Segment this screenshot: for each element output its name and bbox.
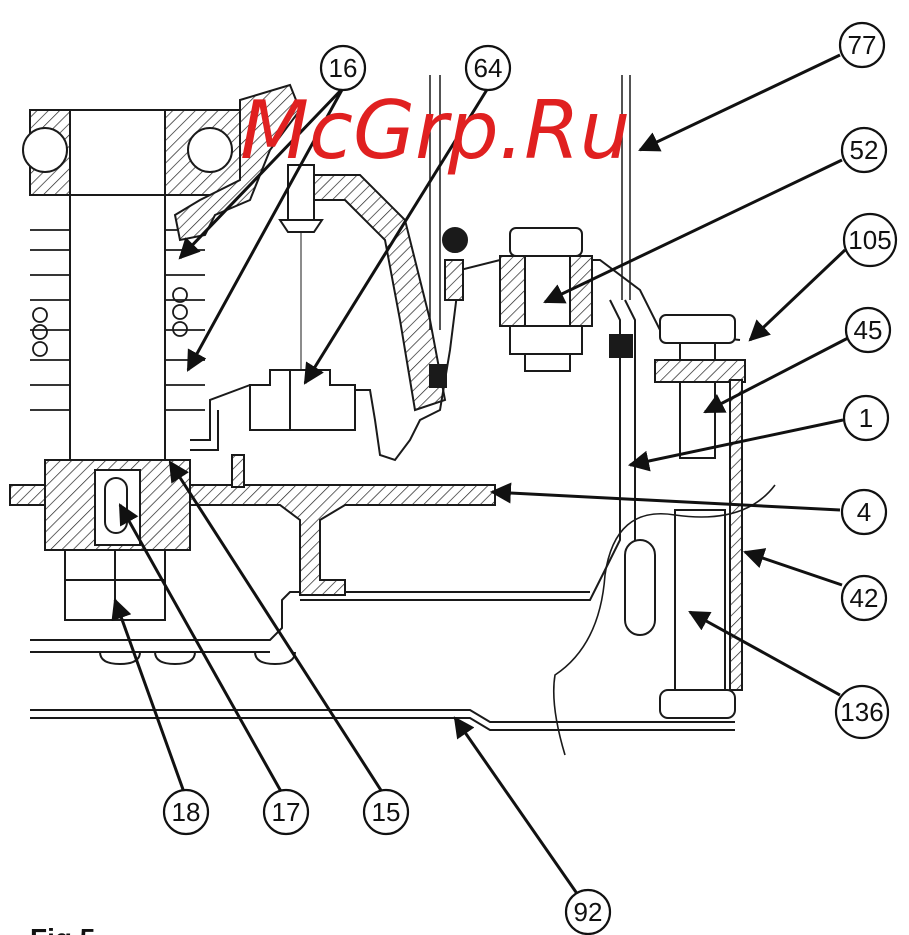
pin-136 — [624, 379, 743, 719]
callout-136: 136 — [834, 684, 890, 740]
callout-17: 17 — [262, 788, 310, 836]
callout-4: 4 — [840, 488, 888, 536]
svg-text:77: 77 — [848, 30, 877, 60]
svg-text:4: 4 — [857, 497, 871, 527]
svg-text:105: 105 — [848, 225, 891, 255]
callout-1: 1 — [842, 394, 890, 442]
svg-text:1: 1 — [859, 403, 873, 433]
svg-text:16: 16 — [329, 53, 358, 83]
shaft-assembly — [9, 109, 246, 621]
svg-text:52: 52 — [850, 135, 879, 165]
callout-64: 64 — [464, 44, 512, 92]
svg-text:64: 64 — [474, 53, 503, 83]
callout-16: 16 — [319, 44, 367, 92]
svg-text:45: 45 — [854, 315, 883, 345]
watermark-text: McGrp.Ru — [240, 84, 630, 177]
svg-text:17: 17 — [272, 797, 301, 827]
flange-plate — [189, 454, 496, 596]
svg-text:15: 15 — [372, 797, 401, 827]
callout-18: 18 — [162, 788, 210, 836]
cut-line — [552, 484, 776, 756]
svg-text:18: 18 — [172, 797, 201, 827]
callout-105: 105 — [842, 212, 898, 268]
callout-42: 42 — [840, 574, 888, 622]
figure-caption: Fig.5 — [30, 923, 95, 935]
callout-52: 52 — [840, 126, 888, 174]
svg-text:92: 92 — [574, 897, 603, 927]
callout-15: 15 — [362, 788, 410, 836]
callout-92: 92 — [564, 888, 612, 935]
callouts: 16 64 77 52 105 45 1 4 — [162, 21, 898, 935]
svg-text:136: 136 — [840, 697, 883, 727]
bolt-52 — [499, 227, 593, 372]
svg-text:42: 42 — [850, 583, 879, 613]
callout-77: 77 — [838, 21, 886, 69]
leader-lines — [111, 53, 849, 896]
seal — [429, 227, 633, 388]
callout-45: 45 — [844, 306, 892, 354]
